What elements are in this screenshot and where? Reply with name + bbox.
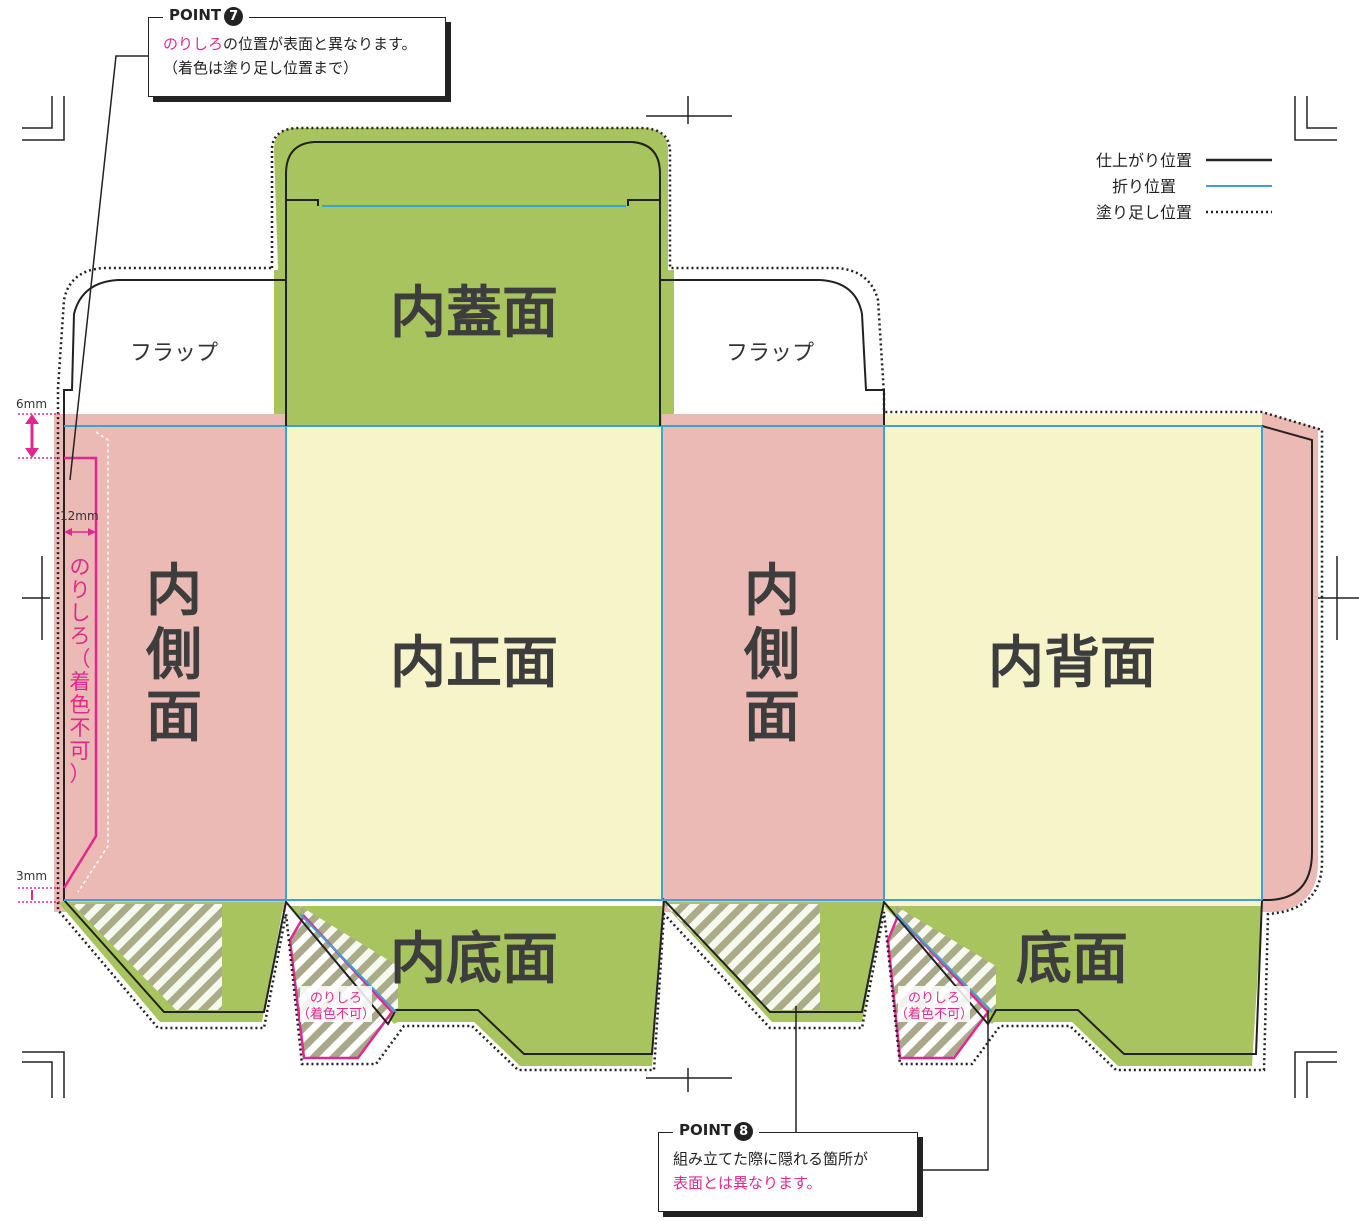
dimension-12mm: 12mm — [60, 509, 99, 536]
point7-text: の位置が表面と異なります。 — [223, 35, 417, 53]
point7-number: 7 — [224, 7, 244, 26]
inner-bottom-label: 内底面 — [390, 927, 558, 992]
point7-pink-text: のりしろ — [163, 35, 224, 53]
svg-text:ろ: ろ — [70, 624, 91, 648]
svg-text:）: ） — [70, 762, 91, 786]
svg-text:3mm: 3mm — [16, 869, 47, 883]
flap-right-label: フラップ — [726, 341, 814, 366]
right-side-label: 内 側 面 — [743, 559, 800, 750]
point8-pink-text: 表面とは異なります。 — [673, 1174, 822, 1192]
svg-text:の: の — [70, 555, 91, 579]
svg-text:面: 面 — [744, 685, 800, 750]
back-panel — [884, 414, 1262, 912]
front-label: 内正面 — [390, 631, 558, 696]
svg-text:り: り — [70, 578, 91, 602]
glue-tab-right-line1: のりしろ — [908, 991, 960, 1006]
finish-line — [63, 141, 1313, 1055]
bottom-label: 底面 — [1016, 927, 1128, 992]
svg-text:12mm: 12mm — [60, 509, 99, 523]
legend-finish-label: 仕上がり位置 — [1096, 151, 1192, 170]
svg-text:内: 内 — [146, 559, 202, 624]
crop-marks — [22, 96, 1359, 1098]
left-side-label: 内 側 面 — [145, 559, 202, 750]
legend-fold-label: 折り位置 — [1112, 177, 1176, 196]
point7-title: POINT — [169, 6, 222, 24]
point8-text: 組み立てた際に隠れる箇所が — [673, 1150, 869, 1168]
bottom-panel — [884, 906, 1262, 1066]
svg-text:可: 可 — [70, 739, 91, 763]
dimension-6mm: 6mm — [16, 397, 60, 459]
inner-bottom-panel — [290, 906, 664, 1066]
svg-text:内: 内 — [744, 559, 800, 624]
svg-text:側: 側 — [145, 623, 202, 688]
flap-left-label: フラップ — [130, 341, 218, 366]
glue-tab-left-line2: （着色不可） — [297, 1006, 375, 1022]
glue-tab-left-line1: のりしろ — [310, 991, 362, 1006]
svg-text:着: 着 — [70, 670, 91, 694]
legend: 仕上がり位置 折り位置 塗り足し位置 — [1096, 151, 1272, 222]
glue-tab-right-line2: （着色不可） — [895, 1006, 973, 1022]
lid-label: 内蓋面 — [390, 281, 558, 346]
dimension-3mm: 3mm — [16, 869, 60, 903]
svg-text:6mm: 6mm — [16, 397, 47, 411]
svg-text:側: 側 — [743, 623, 800, 688]
back-side-flap — [1262, 412, 1318, 912]
point8-title: POINT — [679, 1121, 732, 1139]
point7-note: （着色は塗り足し位置まで） — [163, 59, 359, 77]
svg-text:色: 色 — [70, 693, 91, 717]
fold-lines — [64, 205, 1263, 1013]
svg-text:し: し — [70, 601, 91, 625]
bleed-line — [56, 126, 1324, 1072]
left-side-panel — [54, 414, 286, 912]
lid-panel — [274, 128, 674, 426]
glue-strip-label: の り し ろ （ 着 色 不 可 ） — [70, 555, 91, 786]
svg-text:面: 面 — [146, 685, 202, 750]
front-panel — [286, 426, 662, 900]
point8-leader-b — [920, 1010, 989, 1171]
glue-strip-outline — [62, 456, 98, 889]
point7-leader — [69, 55, 148, 481]
point8-number: 8 — [734, 1122, 754, 1141]
hidden-areas — [72, 904, 996, 1014]
svg-text:不: 不 — [70, 716, 91, 740]
panel-fills — [54, 128, 1318, 1066]
legend-bleed-label: 塗り足し位置 — [1096, 203, 1192, 222]
back-label: 内背面 — [988, 631, 1156, 696]
right-side-panel — [662, 414, 884, 912]
svg-text:（: （ — [70, 647, 91, 671]
